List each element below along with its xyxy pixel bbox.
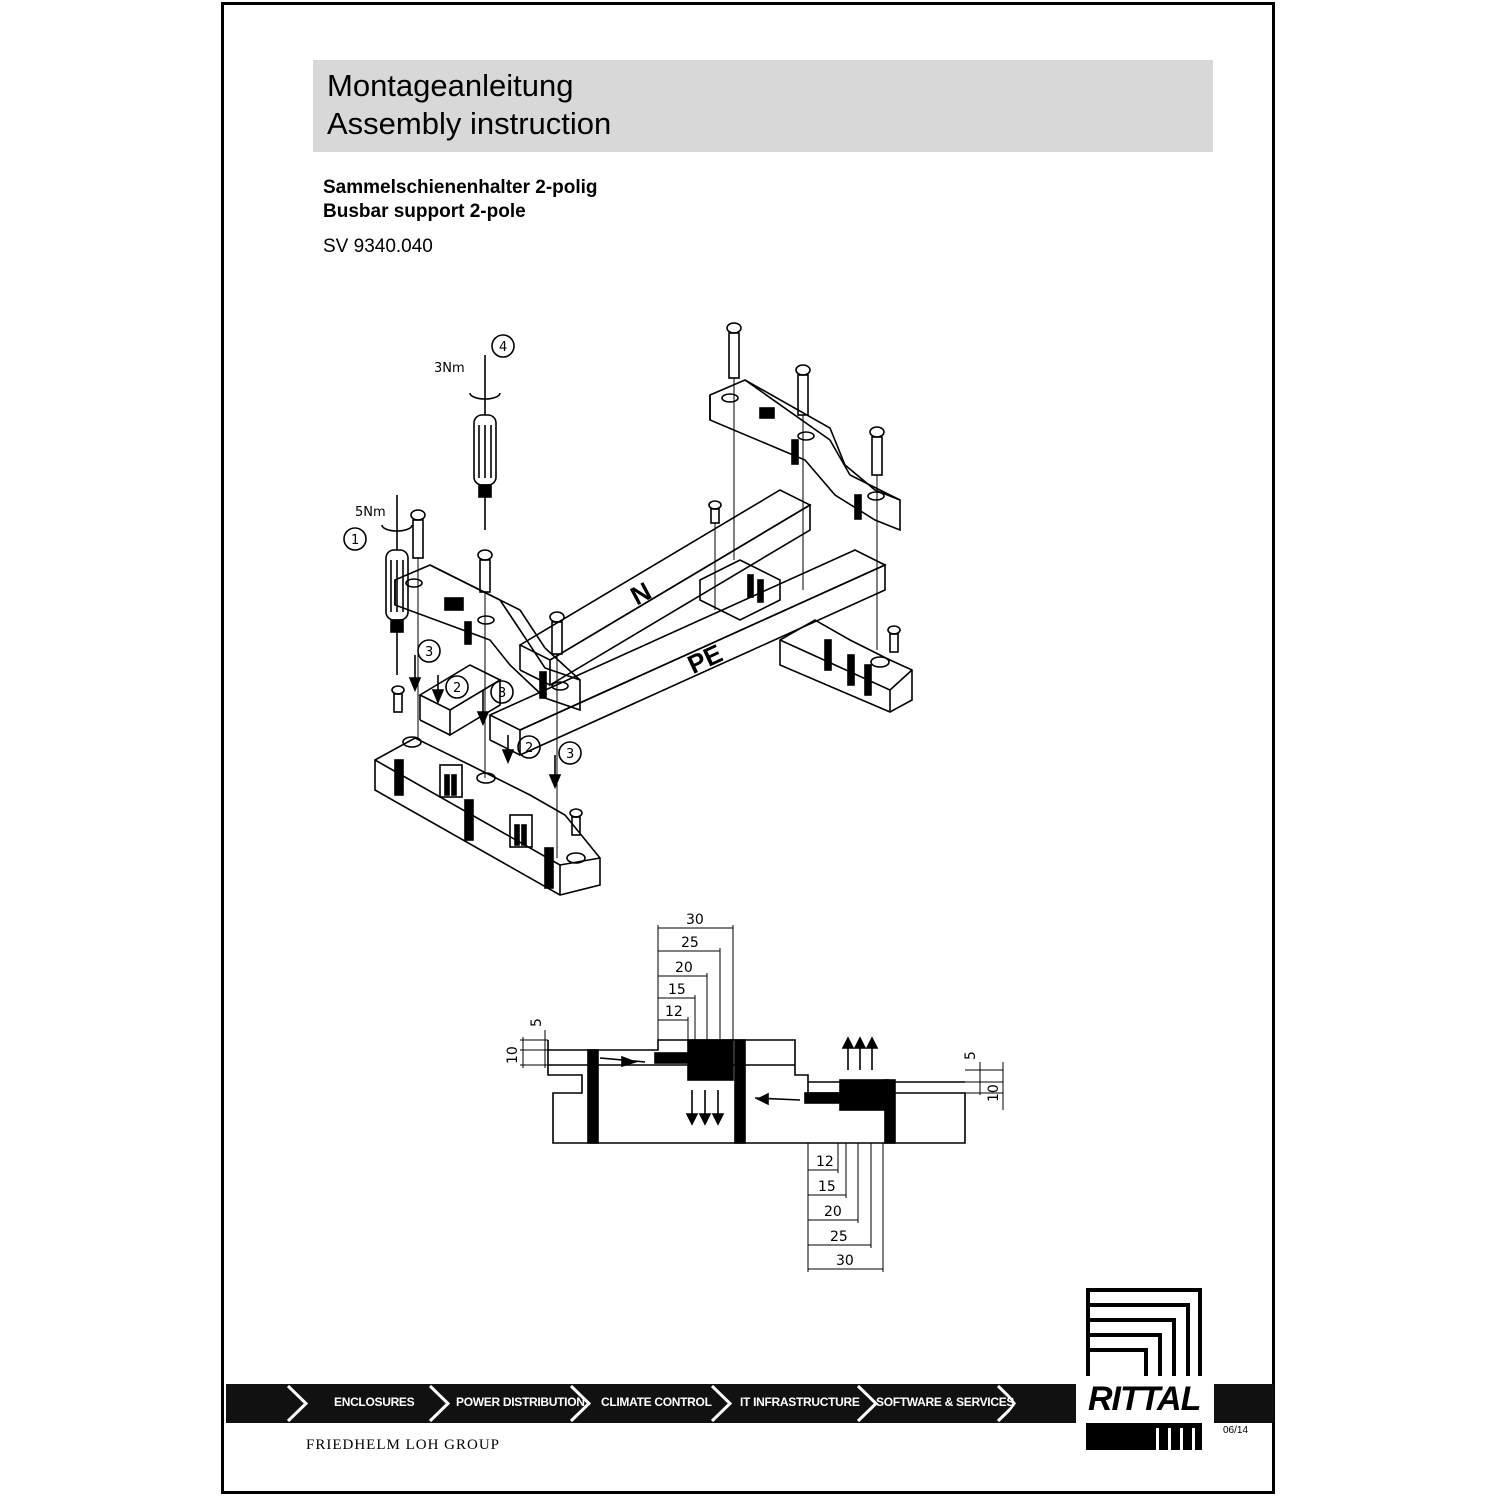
- dim-left-10: 10: [505, 1046, 521, 1064]
- screwdriver-top: [469, 355, 501, 530]
- step-2-label: 2: [453, 681, 461, 696]
- dim-bottom-15: 15: [818, 1179, 836, 1195]
- step-3-label-c: 3: [566, 747, 574, 762]
- title-german: Montageanleitung: [327, 68, 574, 103]
- dim-top-25: 25: [681, 935, 699, 951]
- dim-bottom-20: 20: [824, 1204, 842, 1220]
- dim-bottom-25: 25: [830, 1229, 848, 1245]
- nav-climate-control[interactable]: CLIMATE CONTROL: [601, 1395, 712, 1409]
- holder-upper-left: [394, 564, 581, 712]
- guide-lines: [417, 378, 878, 858]
- screws: [391, 322, 901, 836]
- dim-top-12: 12: [665, 1004, 683, 1020]
- step-3-label-b: 3: [498, 686, 506, 701]
- step-2-label-b: 2: [525, 741, 533, 756]
- dimension-lines-top: [657, 925, 734, 1040]
- dim-right-5: 5: [963, 1051, 979, 1060]
- dim-top-15: 15: [668, 982, 686, 998]
- nav-software-services[interactable]: SOFTWARE & SERVICES: [876, 1395, 1015, 1409]
- spacer-block: [418, 664, 502, 737]
- dim-top-20: 20: [675, 960, 693, 976]
- holder-upper-right: [709, 379, 901, 532]
- holder-middle: [699, 559, 781, 621]
- busbar-n-label: N: [625, 576, 656, 611]
- nav-it-infrastructure[interactable]: IT INFRASTRUCTURE: [740, 1395, 860, 1409]
- step-1-label: 1: [351, 533, 359, 548]
- step-4-label: 4: [499, 340, 507, 355]
- busbar-pe: [488, 549, 887, 757]
- assembly-arrows: [408, 655, 562, 790]
- dimension-lines-side: [520, 1030, 1004, 1110]
- article-number: SV 9340.040: [323, 236, 433, 257]
- product-name-english: Busbar support 2-pole: [323, 201, 526, 222]
- rittal-logo-icon: [1086, 1288, 1202, 1450]
- dim-bottom-30: 30: [836, 1253, 854, 1269]
- nav-enclosures[interactable]: ENCLOSURES: [334, 1395, 415, 1409]
- dim-bottom-12: 12: [816, 1154, 834, 1170]
- busbar-n: [518, 489, 812, 687]
- torque-label-top: 3Nm: [434, 361, 465, 376]
- step-3-label: 3: [425, 645, 433, 660]
- footer-nav-band: [226, 1384, 1274, 1423]
- dimension-lines-bottom: [807, 1143, 884, 1272]
- dim-top-30: 30: [686, 912, 704, 928]
- dim-right-10: 10: [986, 1084, 1002, 1102]
- screwdriver-left: [381, 495, 413, 675]
- title-english: Assembly instruction: [327, 106, 612, 141]
- busbar-pe-label: PE: [683, 638, 727, 680]
- document-date: 06/14: [1223, 1425, 1249, 1436]
- page-frame: [221, 2, 1275, 1494]
- rittal-wordmark: RITTAL: [1088, 1380, 1201, 1418]
- cross-section: [547, 1036, 966, 1144]
- title-band: Montageanleitung Assembly instruction: [313, 60, 1213, 152]
- step-circles: [343, 334, 582, 765]
- dim-left-5: 5: [529, 1018, 545, 1027]
- nav-power-distribution[interactable]: POWER DISTRIBUTION: [456, 1395, 585, 1409]
- holder-lower-left: [374, 736, 601, 896]
- torque-label-left: 5Nm: [355, 505, 386, 520]
- group-name: FRIEDHELM LOH GROUP: [306, 1437, 501, 1453]
- holder-lower-right: [779, 619, 913, 713]
- product-name-german: Sammelschienenhalter 2-polig: [323, 177, 598, 198]
